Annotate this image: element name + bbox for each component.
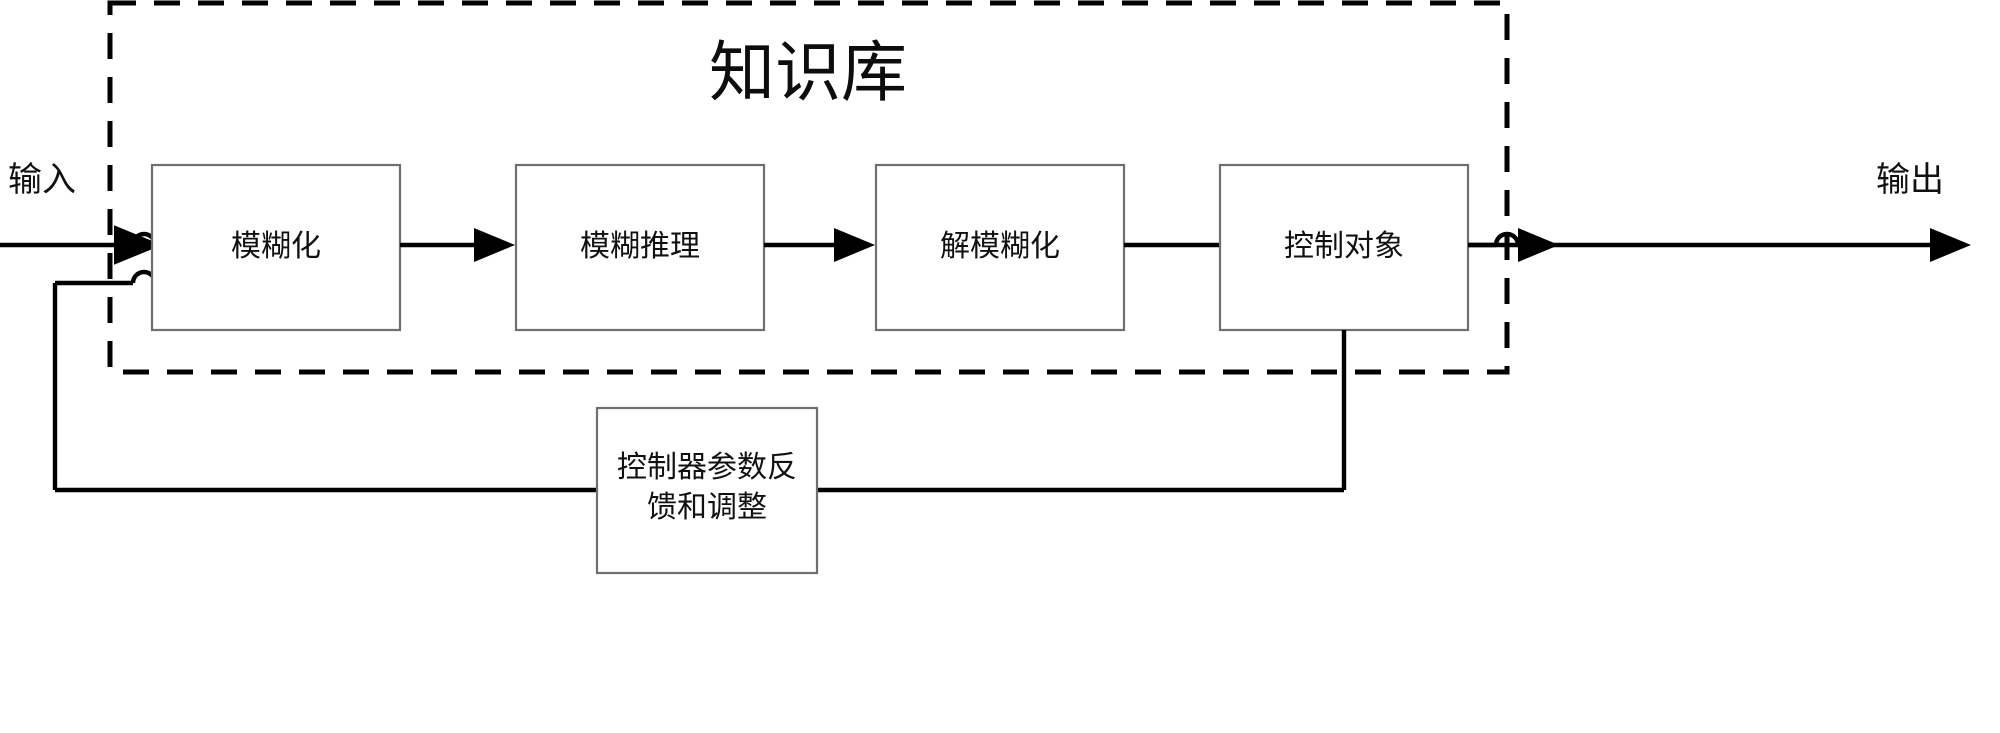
block-defuzzification[interactable] (874, 163, 1126, 332)
arrowhead-fuzzification-to-inference (474, 228, 515, 262)
block-defuzzification-label: 解模糊化 (940, 230, 1060, 263)
block-fuzzification[interactable] (150, 163, 402, 332)
input-label: 输入 (8, 161, 76, 199)
block-fuzzification-label: 模糊化 (231, 230, 321, 263)
block-controlled-plant[interactable] (1218, 163, 1470, 332)
block-controller-parameter-feedback[interactable] (595, 406, 819, 575)
block-controller-parameter-feedback-label-line1: 控制器参数反 (617, 451, 797, 484)
wire-defuzzification-to-plant-hop (1493, 231, 1521, 246)
block-controlled-plant-label: 控制对象 (1284, 230, 1404, 263)
output-arrowhead (1930, 228, 1971, 262)
knowledge-base-boundary (107, 0, 1510, 375)
arrowhead-inference-to-defuzzification (834, 228, 875, 262)
output-label: 输出 (1876, 161, 1944, 199)
block-fuzzy-inference-label: 模糊推理 (580, 230, 700, 263)
block-controller-parameter-feedback-label-line2: 馈和调整 (647, 491, 767, 524)
knowledge-base-title: 知识库 (709, 37, 907, 110)
block-fuzzy-inference[interactable] (514, 163, 766, 332)
